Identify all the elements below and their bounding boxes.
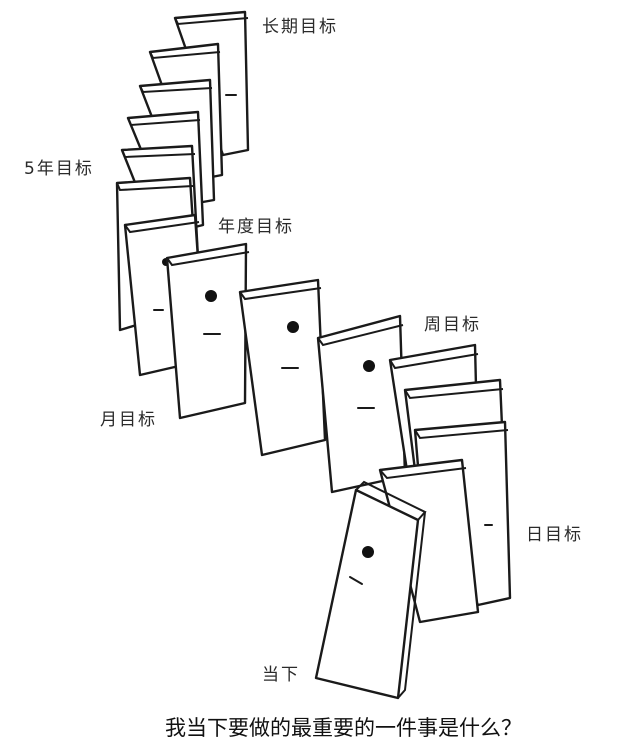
- label-long-term: 长期目标: [262, 17, 338, 37]
- domino-monthly: [165, 242, 250, 420]
- domino-weekly: [316, 314, 407, 494]
- label-five-year: 5年目标: [24, 159, 94, 179]
- label-monthly: 月目标: [100, 410, 157, 430]
- domino-monthly-2: [238, 278, 327, 457]
- label-weekly: 周目标: [424, 315, 481, 335]
- label-daily: 日目标: [526, 525, 583, 545]
- label-annual: 年度目标: [218, 217, 294, 237]
- domino-now: [314, 480, 427, 700]
- label-now: 当下: [262, 665, 300, 685]
- caption: 我当下要做的最重要的一件事是什么？: [165, 716, 522, 740]
